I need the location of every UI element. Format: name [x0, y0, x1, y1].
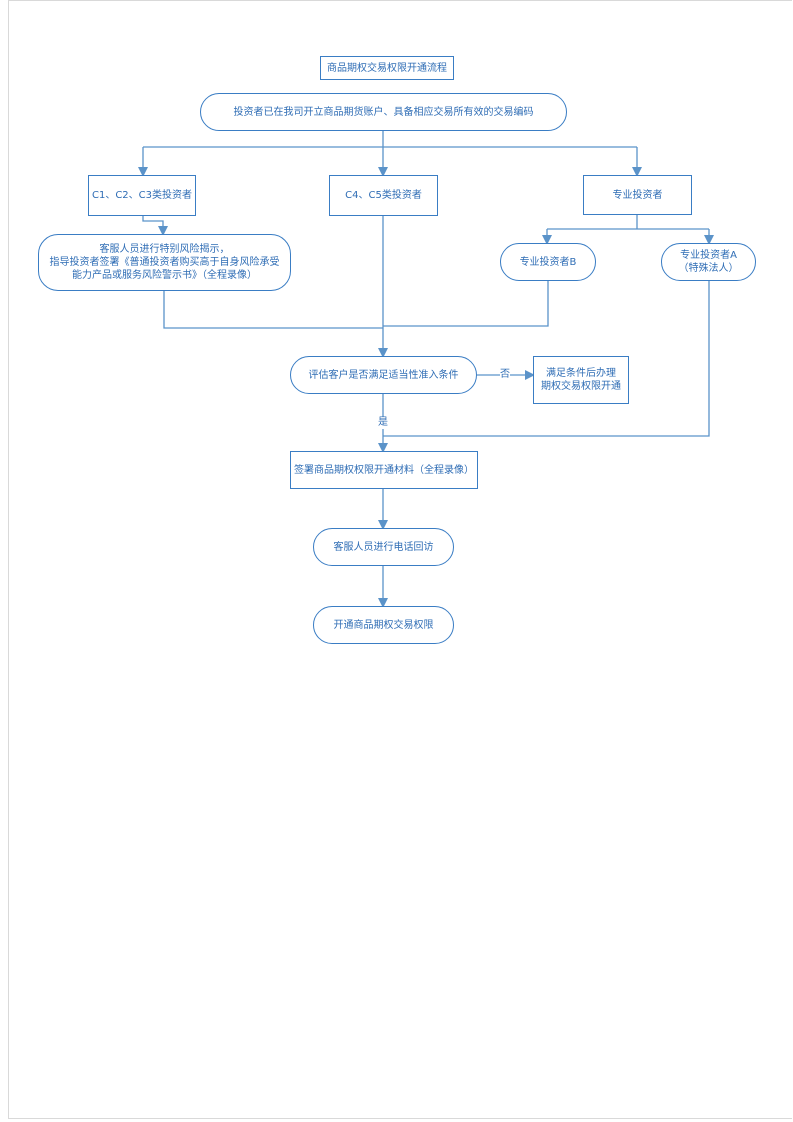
edge-label-no: 否 — [500, 369, 510, 381]
node-assess: 评估客户是否满足适当性准入条件 — [290, 356, 477, 394]
node-start: 投资者已在我司开立商品期货账户、具备相应交易所有效的交易编码 — [200, 93, 567, 131]
page-border — [8, 0, 792, 1119]
flowchart-title: 商品期权交易权限开通流程 — [320, 56, 454, 80]
node-pro: 专业投资者 — [583, 175, 692, 215]
edge-c1c3-risk — [142, 216, 168, 236]
edge-a-merge — [383, 281, 710, 437]
node-risk-warning: 客服人员进行特别风险揭示， 指导投资者签署《普通投资者购买高于自身风险承受 能力… — [38, 234, 291, 291]
node-pro-a: 专业投资者A （特殊法人） — [661, 243, 756, 281]
node-phone-visit: 客服人员进行电话回访 — [313, 528, 454, 566]
node-sign-materials: 签署商品期权权限开通材料（全程录像） — [290, 451, 478, 489]
node-c4c5: C4、C5类投资者 — [329, 175, 438, 216]
node-not-eligible: 满足条件后办理 期权交易权限开通 — [533, 356, 629, 404]
node-pro-b: 专业投资者B — [500, 243, 596, 281]
node-open-permission: 开通商品期权交易权限 — [313, 606, 454, 644]
edge-risk-merge — [163, 291, 383, 329]
node-c1c3: C1、C2、C3类投资者 — [88, 175, 196, 216]
edge-b-merge — [383, 281, 549, 327]
edge-label-yes: 是 — [378, 417, 388, 429]
